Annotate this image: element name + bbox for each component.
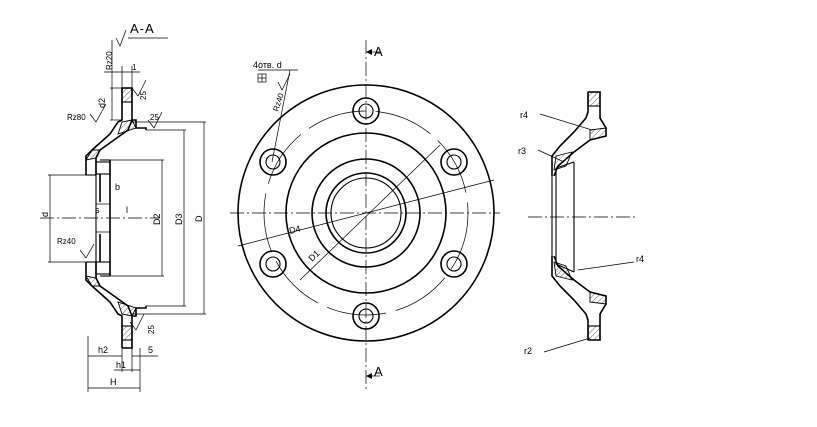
v25-top-label: 25 — [139, 91, 148, 100]
rz20-label: Rz20 — [105, 51, 114, 70]
h2-label: h2 — [98, 345, 108, 355]
D-label: D — [194, 215, 204, 222]
rz40-left-label: Rz40 — [57, 237, 76, 246]
r3-label: r3 — [518, 146, 526, 156]
r4-top-label: r4 — [520, 110, 528, 120]
cut-label-bottom: A — [374, 364, 384, 379]
D2-label: D2 — [152, 213, 162, 225]
D3-label: D3 — [174, 213, 184, 225]
section-title: A-A — [130, 21, 155, 36]
front-view: A A 4отв. d Rz40 D4 D1 — [230, 40, 500, 390]
dim-5-label: 5 — [148, 345, 153, 355]
l-label: l — [126, 205, 128, 215]
dim-1-label: 1 — [132, 63, 137, 72]
b-label: b — [115, 182, 120, 192]
d-label: d — [40, 212, 50, 217]
side-profile-view: r4 r3 r4 r2 — [518, 91, 644, 356]
r2-label: r2 — [524, 346, 532, 356]
r4-bottom-label: r4 — [636, 254, 644, 264]
s-label: s — [95, 205, 100, 215]
bolt-holes — [259, 97, 468, 330]
v25-mid-label: 25 — [150, 113, 159, 122]
cut-label-top: A — [374, 44, 384, 59]
d2-label: d2 — [97, 98, 107, 108]
h1-label: h1 — [116, 360, 126, 370]
rz80-label: Rz80 — [67, 113, 86, 122]
section-view-a-a: A-A — [40, 21, 206, 392]
H-label: H — [110, 377, 117, 387]
v25-bottom-label: 25 — [147, 325, 156, 334]
D4-label: D4 — [288, 223, 302, 235]
holes-label: 4отв. d — [253, 60, 282, 70]
